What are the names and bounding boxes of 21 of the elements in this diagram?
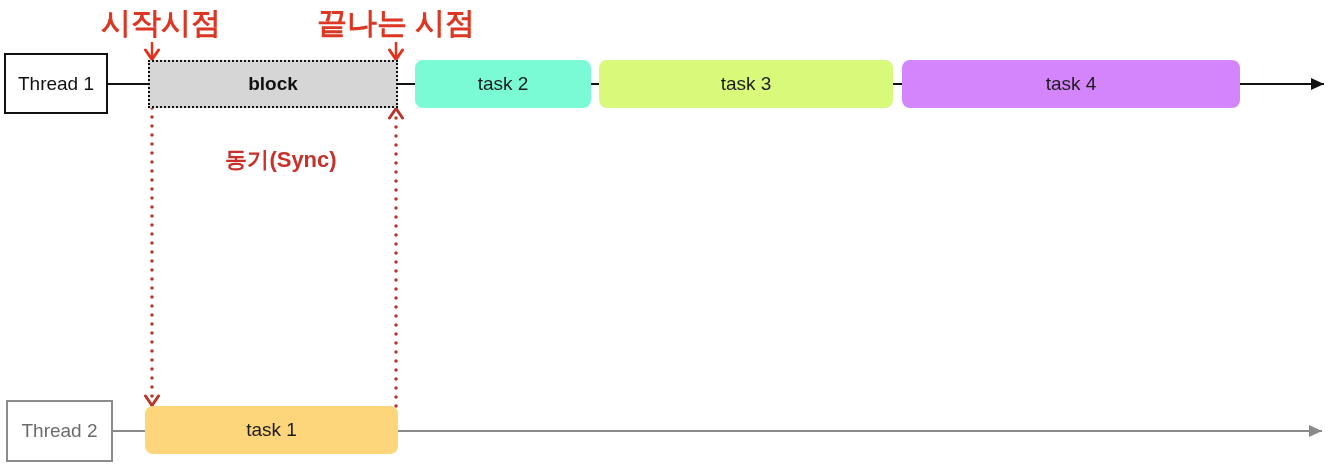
connector-line [397, 83, 416, 85]
arrow [1239, 78, 1325, 90]
annotation-label: 끝나는 시점 [314, 4, 478, 42]
arrow [397, 425, 1323, 437]
task-box: task 4 [902, 60, 1240, 108]
thread-box: Thread 1 [4, 53, 108, 114]
connector-line [107, 83, 149, 85]
connector-line [590, 83, 600, 85]
annotation-label: 시작시점 [93, 4, 229, 42]
arrow [144, 42, 160, 61]
dotted-arrow [388, 106, 404, 408]
dotted-arrow [144, 106, 160, 408]
arrow [388, 42, 404, 61]
task-box: task 1 [145, 406, 398, 454]
block-box: block [148, 60, 398, 108]
task-box: task 2 [415, 60, 591, 108]
connector-line [112, 430, 146, 432]
connector-line [892, 83, 903, 85]
sync-label: 동기(Sync) [224, 146, 338, 174]
thread-box: Thread 2 [6, 400, 113, 462]
task-box: task 3 [599, 60, 893, 108]
